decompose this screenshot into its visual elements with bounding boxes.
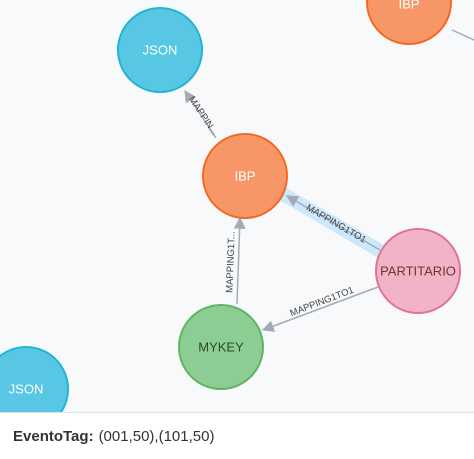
node-label: IBP (399, 0, 420, 12)
relationship-label: MAPPING1TO1 (289, 285, 356, 319)
property-footer: EventoTag: (001,50),(101,50) (0, 412, 474, 459)
node-ibp-center[interactable]: IBP (202, 133, 288, 219)
node-label: JSON (143, 43, 178, 58)
relationship-label: MAPPING1TO1 (304, 202, 368, 245)
node-json-top[interactable]: JSON (117, 7, 203, 93)
property-value: (001,50),(101,50) (98, 427, 215, 445)
relationship-offscreen (451, 29, 474, 41)
node-label: JSON (9, 382, 44, 397)
relationship-partitario-mykey[interactable] (261, 286, 379, 332)
relationship-partitario-ibp[interactable] (285, 195, 381, 251)
node-json-bottom[interactable]: JSON (0, 346, 69, 412)
relationship-ibp-json[interactable] (184, 89, 217, 139)
node-mykey[interactable]: MYKEY (178, 304, 264, 390)
relationship-label: MAPPING1T... (224, 231, 237, 293)
graph-canvas[interactable]: MAPPIN... MAPPING1TO1 MAPPING1T... MAPPI… (0, 0, 474, 412)
node-ibp-top[interactable]: IBP (366, 0, 452, 45)
property-key: EventoTag: (13, 427, 94, 445)
node-label: PARTITARIO (380, 264, 456, 279)
relationship-mykey-ibp[interactable] (233, 216, 246, 305)
node-partitario[interactable]: PARTITARIO (375, 228, 461, 314)
node-label: IBP (235, 169, 256, 184)
relationship-label: MAPPIN... (186, 95, 220, 138)
graph-svg[interactable]: MAPPIN... MAPPING1TO1 MAPPING1T... MAPPI… (0, 0, 474, 412)
node-label: MYKEY (198, 340, 244, 355)
